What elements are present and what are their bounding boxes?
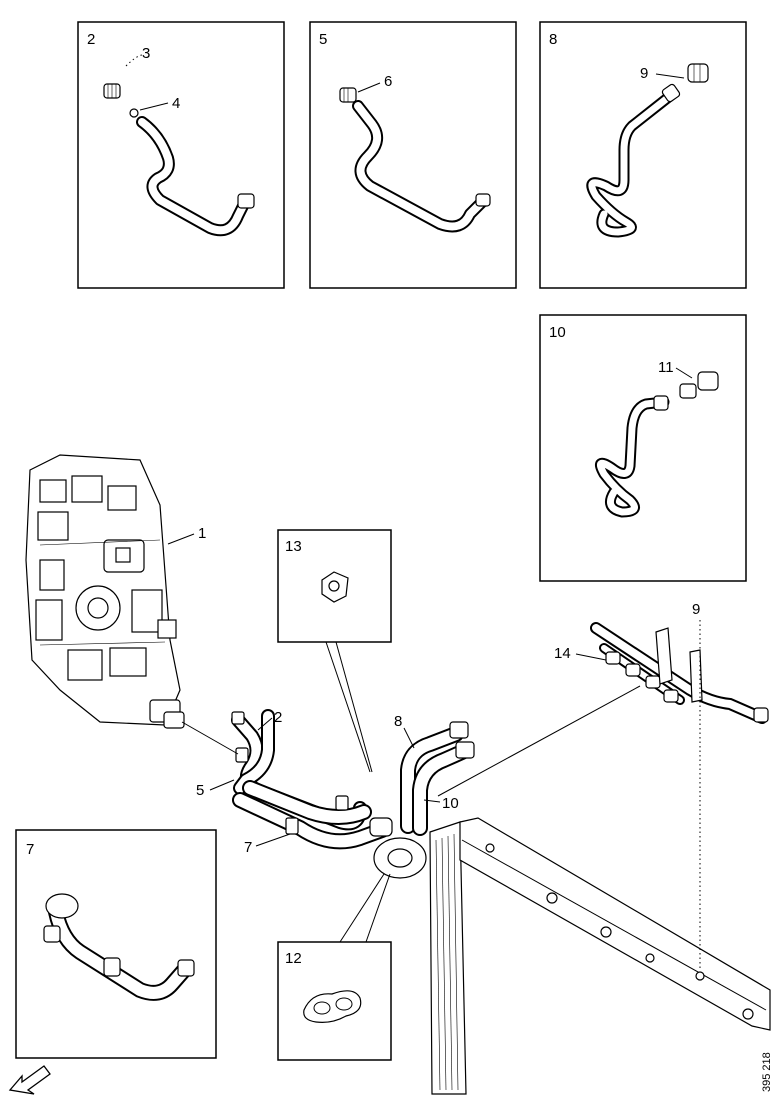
connector-part-9: [687, 63, 709, 83]
panel-8-label: 8: [549, 31, 557, 48]
detail-panel-8: 8 9: [539, 21, 747, 289]
clip-part-13: [321, 571, 349, 603]
frame-rail: [459, 817, 771, 1031]
callout-2-main: 2: [274, 709, 282, 726]
callout-10-main: 10: [442, 795, 459, 812]
detail-panel-5: 5 6: [309, 21, 517, 289]
connector-callout-6: 6: [384, 73, 392, 90]
detail-panel-10: 10 11: [539, 314, 747, 582]
panel-2-label: 2: [87, 31, 95, 48]
hose-part-5: [352, 100, 491, 233]
connector-callout-9: 9: [640, 65, 648, 82]
panel-10-label: 10: [549, 324, 566, 341]
callout-1-engine: 1: [198, 525, 206, 542]
detail-panel-12: 12: [277, 941, 392, 1061]
detail-panel-7: 7: [15, 829, 217, 1059]
connector-part-11: [679, 371, 719, 399]
hose-part-2: [136, 116, 255, 237]
callout-9-main: 9: [692, 601, 700, 618]
seal-callout-4: 4: [172, 95, 180, 112]
callout-7-main: 7: [244, 839, 252, 856]
hose-part-8: [586, 83, 681, 238]
screw-part: [103, 83, 121, 99]
panel-7-label: 7: [26, 841, 34, 858]
detail-panel-13: 13: [277, 529, 392, 643]
screw-callout-3: 3: [142, 45, 150, 62]
connector-part-6: [339, 87, 357, 103]
direction-arrow-icon: [8, 1065, 51, 1095]
connector-callout-11: 11: [658, 359, 674, 376]
panel-13-label: 13: [285, 538, 302, 555]
hose-part-10: [594, 395, 670, 518]
engine-block: [25, 454, 181, 726]
gasket-part-12: [303, 990, 362, 1023]
main-hose-assembly: [163, 709, 475, 879]
callout-8-main: 8: [394, 713, 402, 730]
hose-part-7: [43, 893, 195, 1001]
figure-reference-code: 395 218: [761, 1052, 773, 1092]
callout-5-main: 5: [196, 782, 204, 799]
detail-panel-2: 2 3 4: [77, 21, 285, 289]
coolant-pipe-assembly: [590, 622, 769, 724]
seal-ring-part: [129, 108, 139, 118]
callout-14-main: 14: [554, 645, 571, 662]
panel-12-label: 12: [285, 950, 302, 967]
radiator: [429, 821, 467, 1095]
panel-5-label: 5: [319, 31, 327, 48]
